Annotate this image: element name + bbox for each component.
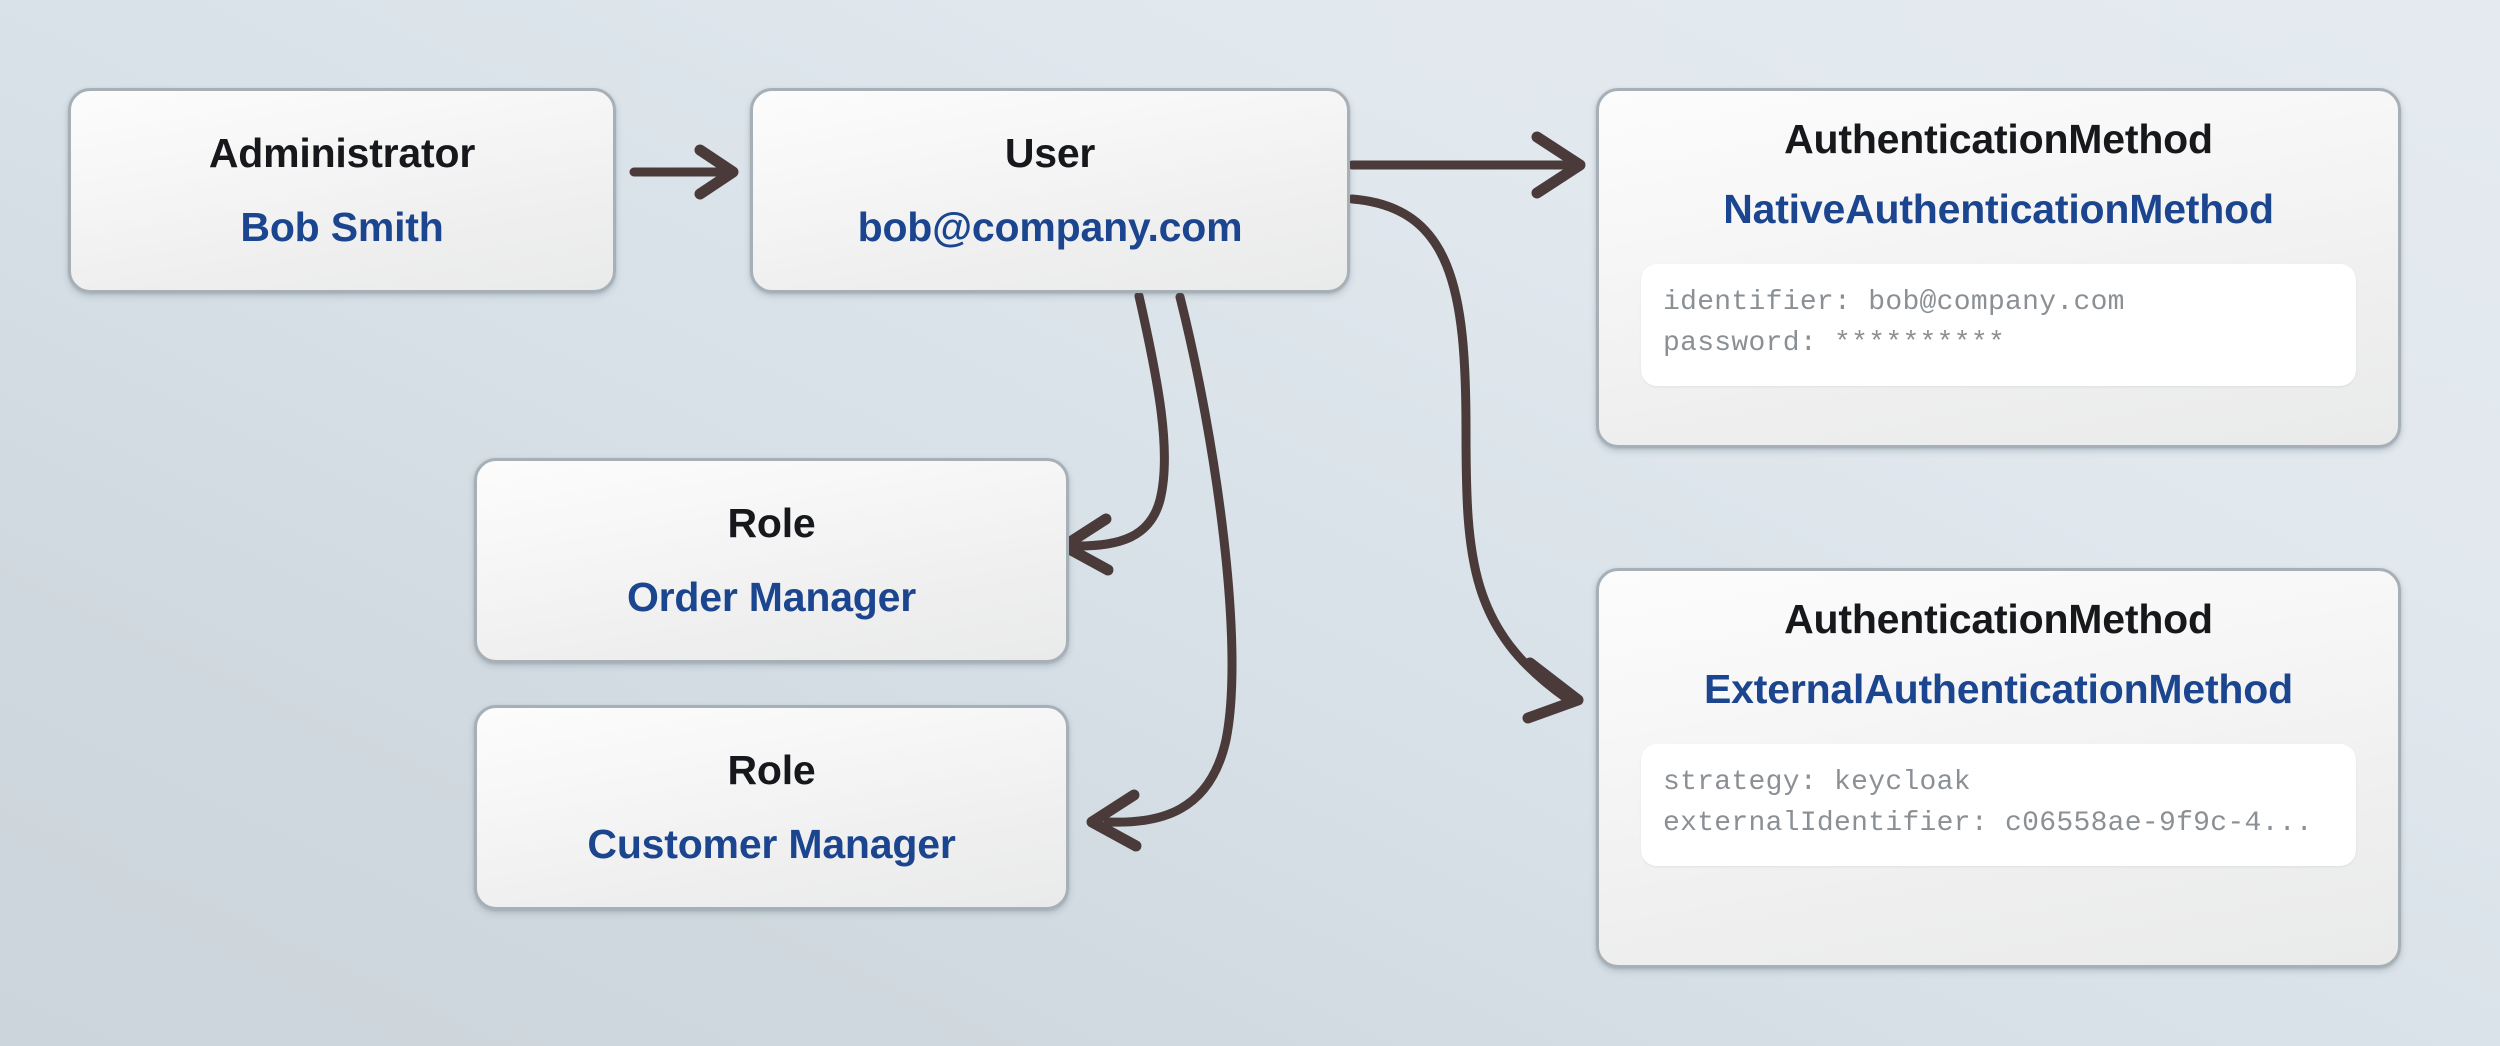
- property-row: strategy: keycloak: [1663, 767, 1971, 798]
- node-administrator[interactable]: Administrator Bob Smith: [68, 88, 616, 293]
- node-type-label: Role: [727, 747, 816, 793]
- edge-administrator-to-user: [629, 144, 739, 200]
- node-name-label: NativeAuthenticationMethod: [1723, 186, 2274, 232]
- edge-user-to-customer-manager: [1086, 292, 1237, 852]
- property-panel: identifier: bob@company.com password: **…: [1641, 264, 2356, 386]
- property-row: password: **********: [1663, 327, 2006, 359]
- node-type-label: Role: [727, 500, 816, 546]
- node-type-label: User: [1004, 130, 1096, 176]
- node-name-label: ExternalAuthenticationMethod: [1704, 666, 2293, 712]
- edge-user-to-native-auth: [1347, 131, 1586, 199]
- node-name-label: Order Manager: [626, 574, 917, 620]
- node-user[interactable]: User bob@company.com: [750, 88, 1350, 293]
- node-name-label: Bob Smith: [240, 204, 444, 250]
- node-type-label: AuthenticationMethod: [1784, 116, 2213, 162]
- node-native-authentication-method[interactable]: AuthenticationMethod NativeAuthenticatio…: [1596, 88, 2401, 448]
- edge-user-to-order-manager: [1058, 291, 1169, 576]
- node-name-label: bob@company.com: [857, 204, 1243, 250]
- node-name-label: Customer Manager: [587, 821, 956, 867]
- node-type-label: AuthenticationMethod: [1784, 596, 2213, 642]
- property-row: identifier: bob@company.com: [1663, 287, 2125, 318]
- node-role-order-manager[interactable]: Role Order Manager: [474, 458, 1069, 663]
- node-type-label: Administrator: [208, 130, 476, 176]
- property-panel: strategy: keycloak externalIdentifier: c…: [1641, 744, 2356, 866]
- node-external-authentication-method[interactable]: AuthenticationMethod ExternalAuthenticat…: [1596, 568, 2401, 968]
- edge-user-to-external-auth: [1347, 194, 1584, 724]
- node-role-customer-manager[interactable]: Role Customer Manager: [474, 705, 1069, 910]
- property-row: externalIdentifier: c06558ae-9f9c-4...: [1663, 807, 2313, 839]
